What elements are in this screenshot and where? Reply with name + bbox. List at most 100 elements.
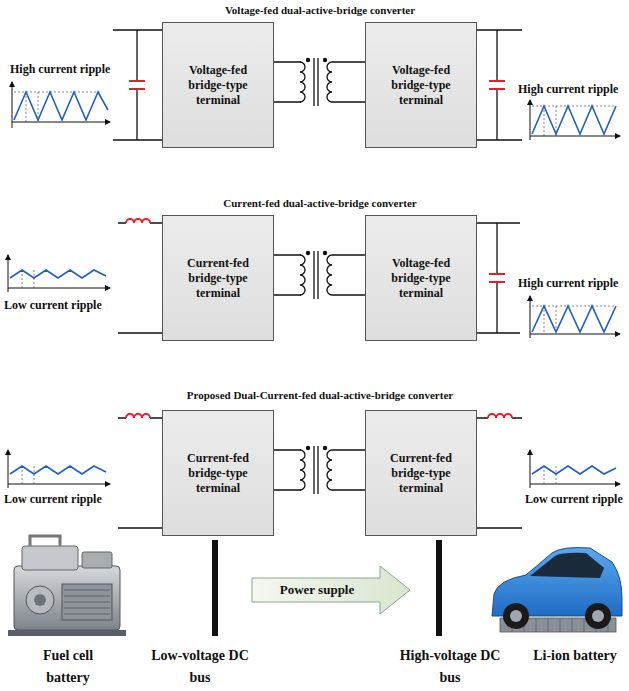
fuel-cell-picture — [34, 594, 46, 606]
graph-axis — [530, 334, 620, 335]
graph-axis — [12, 122, 110, 123]
box-text: Voltage-fed bridge-type terminal — [169, 63, 267, 108]
terminal-box: Current-fed bridge-type terminal — [162, 215, 274, 341]
polarity-dot — [323, 446, 327, 450]
arrow-label: Power supple — [254, 582, 380, 598]
car-picture — [592, 610, 604, 622]
component-label: Fuel cell battery — [20, 645, 116, 689]
ripple-wave — [10, 466, 106, 474]
transformer-wire — [274, 62, 365, 102]
graph-axis — [8, 255, 9, 292]
fuel-cell-picture — [62, 584, 112, 620]
section-title: Voltage-fed dual-active-bridge converter — [120, 3, 520, 17]
box-text: Voltage-fed bridge-type terminal — [372, 256, 470, 301]
box-text: Current-fed bridge-type terminal — [169, 256, 267, 301]
fuel-cell-picture — [8, 630, 126, 636]
fuel-cell-picture — [26, 586, 54, 614]
transformer-symbol — [300, 58, 332, 494]
power-arrow — [252, 566, 410, 614]
dc-wire — [477, 223, 520, 333]
graph-axis — [8, 82, 620, 488]
capacitor-symbol — [489, 274, 505, 282]
graph-axis — [530, 296, 531, 338]
ripple-wave — [532, 466, 616, 474]
terminal-box: Current-fed bridge-type terminal — [365, 410, 477, 536]
ripple-label: High current ripple — [518, 276, 618, 290]
transformer-symbol — [327, 450, 332, 490]
terminal-box: Voltage-fed bridge-type terminal — [365, 215, 477, 341]
graph-axis — [530, 450, 531, 488]
dc-wire — [477, 30, 522, 140]
graph-axis — [8, 484, 110, 485]
transformer-symbol — [314, 251, 318, 299]
fuel-cell-picture — [22, 546, 78, 570]
polarity-dot — [306, 251, 310, 255]
car-picture — [530, 553, 604, 578]
box-text: Current-fed bridge-type terminal — [169, 451, 267, 496]
transformer-symbol — [300, 255, 305, 295]
ripple-label: Low current ripple — [525, 492, 623, 506]
ripple-wave — [10, 270, 106, 278]
capacitor-symbol — [489, 81, 505, 89]
component-label: Li-ion battery — [532, 645, 618, 667]
ripple-label: Low current ripple — [4, 492, 102, 506]
graph-guide — [22, 270, 34, 288]
ripple-label: High current ripple — [518, 82, 618, 96]
fuel-cell-picture — [8, 536, 126, 636]
ripple-wave — [14, 92, 108, 120]
ripple-wave — [532, 306, 616, 332]
ripple-label: Low current ripple — [4, 298, 102, 312]
graph-guide — [532, 106, 616, 136]
car-picture — [503, 603, 529, 629]
terminal-box: Voltage-fed bridge-type terminal — [162, 22, 274, 148]
section-title: Proposed Dual-Current-fed dual-active-br… — [100, 388, 540, 402]
fuel-cell-picture — [82, 552, 112, 568]
graph-guide — [22, 466, 34, 484]
graph-axis — [8, 288, 110, 289]
inductor-symbol — [488, 414, 512, 418]
dc-wire — [118, 223, 162, 333]
inductor-symbol — [126, 219, 150, 223]
ripple-label: High current ripple — [10, 62, 110, 76]
transformer-symbol — [327, 62, 332, 102]
dc-wire — [477, 418, 522, 528]
ripple-wave — [532, 106, 616, 134]
component-label: High-voltage DC bus — [395, 645, 505, 689]
transformer-symbol — [314, 446, 318, 494]
polarity-dot — [306, 58, 310, 62]
graph-axis — [530, 136, 620, 137]
transformer-symbol — [300, 450, 305, 490]
box-text: Voltage-fed bridge-type terminal — [372, 63, 470, 108]
graph-axis — [530, 100, 531, 140]
graph-guide — [544, 466, 556, 484]
polarity-dot — [323, 251, 327, 255]
transformer-symbol — [300, 62, 305, 102]
transformer-symbol — [327, 255, 332, 295]
terminal-box: Current-fed bridge-type terminal — [162, 410, 274, 536]
car-picture — [510, 610, 522, 622]
dc-bus-bar — [212, 540, 442, 636]
terminal-box: Voltage-fed bridge-type terminal — [365, 22, 477, 148]
transformer-wire — [274, 450, 365, 490]
capacitor-symbol — [489, 274, 505, 282]
polarity-dot — [306, 446, 310, 450]
transformer-symbol — [314, 58, 318, 106]
capacitor-symbol — [129, 81, 145, 89]
section-title: Current-fed dual-active-bridge converter — [120, 196, 520, 210]
inductor-symbol — [126, 219, 150, 223]
car-picture — [585, 603, 611, 629]
power-arrow — [252, 566, 410, 614]
dc-bus-bar — [436, 540, 442, 636]
transformer-wire — [274, 255, 365, 295]
graph-guide — [532, 306, 616, 334]
dc-wire — [118, 418, 162, 528]
component-label: Low-voltage DC bus — [145, 645, 255, 689]
inductor-symbol — [126, 414, 150, 418]
fuel-cell-picture — [30, 536, 60, 546]
polarity-dot — [323, 58, 327, 62]
dc-bus-bar — [212, 540, 218, 636]
graph-axis — [530, 484, 620, 485]
graph-axis — [12, 82, 13, 128]
car-picture — [492, 548, 622, 632]
